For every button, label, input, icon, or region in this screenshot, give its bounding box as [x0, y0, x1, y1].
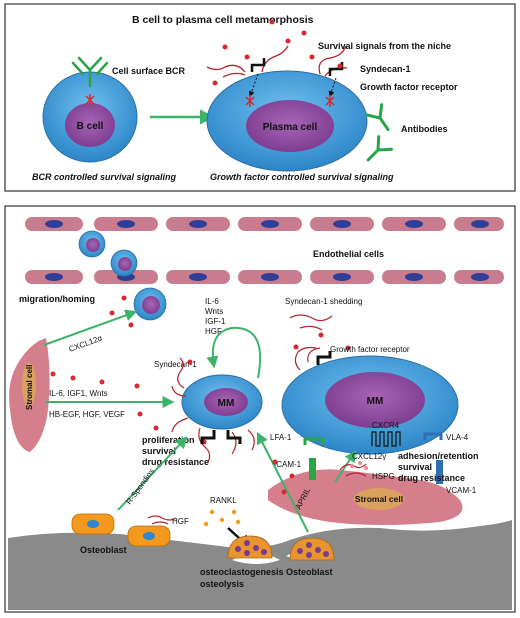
mm-cell-left: MM	[181, 374, 263, 430]
stromal-cell-right: Stromal cell	[268, 469, 463, 525]
adhesion-line-1: adhesion/retention	[398, 451, 479, 461]
syndecan-strands-left	[171, 357, 255, 463]
hspg-label: HSPG	[372, 472, 395, 481]
r-spondins-label: R-Spondins	[124, 467, 156, 506]
mm-right-receptor-icon	[316, 351, 332, 365]
growth-factor-receptor-label: Growth factor receptor	[360, 82, 458, 92]
osteoclast-nuclei	[235, 540, 329, 558]
panel-top: B cell to plasma cell metamorphosis B ce…	[4, 3, 516, 192]
vla4-receptor-icon	[423, 432, 443, 440]
stromal-cell-left-label: Stromal cell	[25, 365, 34, 410]
syndecan-left-label: Syndecan-1	[154, 360, 197, 369]
migrating-cells	[78, 230, 167, 321]
b-cell-label: B cell	[77, 121, 104, 132]
proliferation-line-1: proliferation	[142, 435, 195, 445]
vla4-label: VLA-4	[446, 433, 469, 442]
osteoblast-right-label: Osteoblast	[286, 567, 333, 577]
mm-left-label: MM	[218, 398, 235, 409]
plasma-signal-star-icons	[245, 95, 335, 107]
cxcr4-label: CXCR4	[372, 421, 400, 430]
mm-left-receptor-icon	[200, 430, 242, 444]
adhesion-line-2: survival	[398, 462, 432, 472]
mm-cell-right: MM	[281, 355, 459, 455]
factor-dots-left	[50, 295, 207, 445]
bcr-receptor-icon	[71, 56, 109, 88]
vcam1-bar	[436, 460, 443, 484]
hbegf-label: HB-EGF, HGF, VEGF	[49, 410, 125, 419]
syndecan-shedding-label: Syndecan-1 shedding	[285, 297, 362, 306]
hgf-label: HGF	[172, 517, 189, 526]
stromal-cell-left: Stromal cell	[9, 338, 50, 452]
b-cell: B cell	[42, 71, 138, 163]
receptor-signal-arrows	[248, 73, 337, 98]
proliferation-line-2: survival	[142, 446, 176, 456]
cxcl12g-arrow	[334, 450, 357, 483]
icam1-label: ICAM-1	[274, 460, 302, 469]
r-spondins-arrow	[117, 436, 188, 511]
endothelial-label: Endothelial cells	[313, 249, 384, 259]
syndecan-label: Syndecan-1	[360, 64, 411, 74]
shed-syndecan-icon	[289, 314, 333, 331]
lfa1-receptor-icon	[303, 437, 325, 445]
factor-dots-right	[293, 332, 351, 351]
april-arrow	[256, 431, 309, 533]
syndecan-strands-right	[294, 346, 321, 371]
april-dots	[272, 459, 295, 495]
osteoblast-left-label: Osteoblast	[80, 545, 127, 555]
panel-top-title: B cell to plasma cell metamorphosis	[132, 14, 314, 26]
migration-label: migration/homing	[19, 294, 95, 304]
panel-bottom-border	[4, 205, 516, 613]
osteoclast-cells	[227, 535, 335, 561]
gf-receptor-right-label: Growth factor receptor	[330, 345, 410, 354]
survival-signal-dots	[212, 19, 343, 86]
rankl-dots	[203, 509, 241, 527]
osteoblast-left	[71, 513, 171, 547]
gf-signaling-caption: Growth factor controlled survival signal…	[210, 172, 394, 182]
rankl-label: RANKL	[210, 496, 237, 505]
panel-bottom: Endothelial cells migration/homing Strom…	[4, 205, 516, 613]
autocrine-loop-arrow	[206, 326, 262, 379]
cxcl12g-label: CXCL12γ	[352, 452, 386, 461]
factor-il6: IL-6	[205, 297, 219, 306]
hgf-strands-icon	[147, 515, 177, 525]
bcr-signaling-caption: BCR controlled survival signaling	[32, 172, 177, 182]
proliferation-line-3: drug resistance	[142, 457, 209, 467]
icam1-bar	[309, 458, 316, 480]
factor-hgf: HGF	[205, 327, 222, 336]
cxcl12a-label: CXCL12α	[68, 333, 104, 354]
adhesion-line-3: drug resistance	[398, 473, 465, 483]
stromal-cell-right-label: Stromal cell	[355, 494, 403, 504]
cxcl12a-arrow	[43, 309, 138, 346]
plasma-cell: Plasma cell	[206, 70, 368, 172]
antibody-icons	[365, 103, 393, 162]
panel-top-border	[4, 3, 516, 192]
cell-surface-bcr-label: Cell surface BCR	[112, 66, 186, 76]
osteoclastogenesis-label: osteoclastogenesis	[200, 567, 284, 577]
cxcl12-dots	[350, 461, 368, 470]
survival-signals-label: Survival signals from the niche	[318, 41, 451, 51]
antibodies-label: Antibodies	[401, 124, 448, 134]
il6-igf1-wnts-label: IL-6, IGF1, Wnts	[49, 389, 108, 398]
plasma-cell-label: Plasma cell	[263, 122, 318, 133]
factor-wnts: Wnts	[205, 307, 223, 316]
factor-igf1: IGF-1	[205, 317, 226, 326]
vcam1-label: VCAM-1	[446, 486, 477, 495]
cxcr4-receptor-icon	[371, 431, 401, 447]
mm-right-label: MM	[367, 396, 384, 407]
endothelial-cells	[25, 217, 504, 284]
bcr-signal-star-icon	[85, 94, 95, 106]
lfa1-label: LFA-1	[270, 433, 292, 442]
osteolysis-label: osteolysis	[200, 579, 244, 589]
